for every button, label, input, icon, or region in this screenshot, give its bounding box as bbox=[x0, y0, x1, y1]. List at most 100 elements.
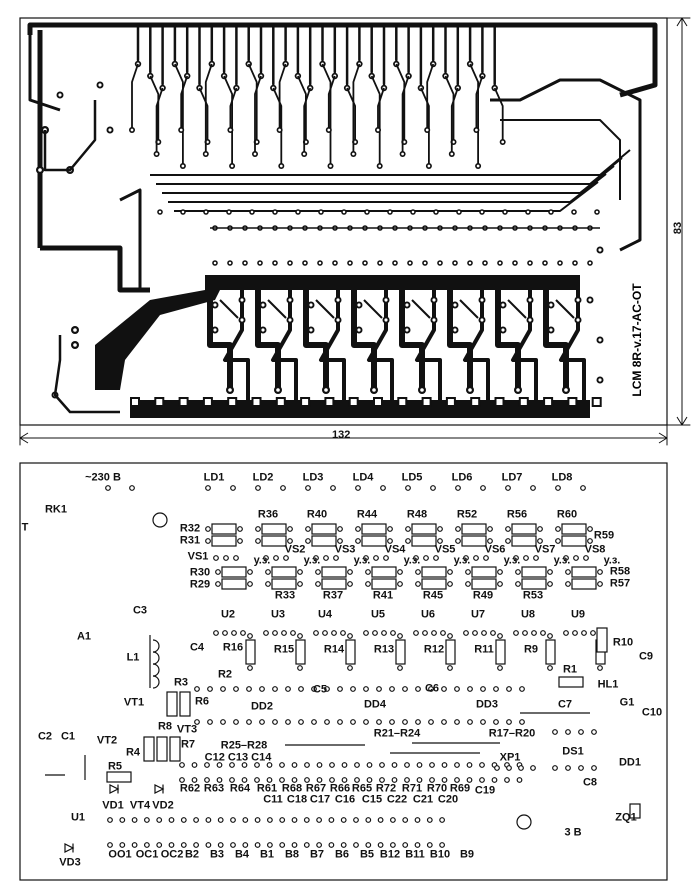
hole bbox=[329, 762, 335, 768]
hole bbox=[466, 762, 473, 768]
resistor bbox=[561, 523, 587, 535]
hole bbox=[242, 842, 249, 848]
component-label: R25–R28 bbox=[220, 739, 268, 752]
component-label: LD4 bbox=[352, 471, 374, 484]
hole bbox=[373, 555, 379, 561]
hole bbox=[194, 719, 200, 725]
pad-hole bbox=[480, 210, 484, 214]
hole bbox=[531, 630, 537, 636]
hole bbox=[324, 686, 330, 692]
square-pad bbox=[373, 397, 383, 407]
component-label: DS1 bbox=[562, 745, 584, 758]
component-label: C5 bbox=[312, 683, 328, 696]
component-label: R68 bbox=[281, 782, 303, 795]
component-label: VS2 bbox=[284, 543, 306, 556]
diode bbox=[109, 784, 120, 794]
pad-hole bbox=[336, 298, 340, 302]
pad-hole bbox=[598, 338, 602, 342]
driver-trace bbox=[255, 290, 281, 390]
trace bbox=[500, 119, 621, 200]
hole bbox=[416, 762, 423, 768]
hole bbox=[472, 630, 478, 636]
hole bbox=[479, 762, 485, 768]
hole bbox=[573, 555, 579, 561]
power-fill bbox=[95, 275, 580, 390]
hole bbox=[205, 538, 211, 544]
pad-hole bbox=[401, 152, 404, 156]
hole bbox=[555, 526, 561, 532]
component-label: U7 bbox=[470, 608, 486, 621]
component-label: U5 bbox=[370, 608, 386, 621]
trace bbox=[53, 335, 120, 414]
resistor bbox=[371, 566, 397, 578]
trace bbox=[149, 75, 160, 142]
hole bbox=[397, 665, 403, 671]
hole bbox=[365, 817, 372, 823]
hole bbox=[237, 526, 243, 532]
hole bbox=[537, 526, 543, 532]
hole bbox=[493, 686, 499, 692]
trace bbox=[119, 188, 142, 290]
pad-hole bbox=[181, 164, 185, 168]
pad-hole bbox=[319, 210, 323, 214]
resistor bbox=[179, 691, 191, 717]
hole bbox=[340, 817, 347, 823]
pad-hole bbox=[327, 128, 331, 132]
hole bbox=[402, 719, 408, 725]
hole bbox=[397, 569, 403, 575]
pad-hole bbox=[73, 328, 77, 332]
component-label: R3 bbox=[173, 676, 189, 689]
resistor bbox=[558, 676, 584, 688]
resistor bbox=[221, 578, 247, 590]
component-label: VT4 bbox=[129, 799, 151, 812]
hole bbox=[537, 538, 543, 544]
hole bbox=[179, 777, 185, 783]
pad-hole bbox=[476, 164, 480, 168]
component-label: C9 bbox=[638, 650, 654, 663]
resistor bbox=[361, 535, 387, 547]
hole bbox=[297, 633, 303, 639]
component-label: C2 bbox=[37, 730, 53, 743]
pad-hole bbox=[516, 388, 520, 392]
component-label: R44 bbox=[356, 508, 378, 521]
hole bbox=[216, 762, 223, 768]
hole bbox=[405, 526, 411, 532]
resistor bbox=[311, 535, 337, 547]
hole bbox=[194, 686, 200, 692]
pad-hole bbox=[288, 298, 292, 302]
hole bbox=[513, 555, 519, 561]
pad-hole bbox=[427, 164, 431, 168]
component-label: B4 bbox=[234, 848, 250, 861]
square-pad bbox=[421, 397, 432, 407]
trace bbox=[278, 63, 287, 130]
component-label: LD1 bbox=[203, 471, 225, 484]
component-label: ZQ1 bbox=[615, 811, 637, 824]
pad-hole bbox=[273, 210, 277, 214]
resistor bbox=[461, 535, 487, 547]
component-label: VS7 bbox=[534, 543, 556, 556]
hole bbox=[497, 633, 503, 639]
resistor bbox=[521, 578, 547, 590]
component-label: C16 bbox=[334, 793, 356, 806]
hole bbox=[415, 719, 421, 725]
hole bbox=[590, 630, 596, 636]
hole bbox=[365, 581, 371, 587]
pad-hole bbox=[528, 261, 532, 265]
component-label: LD5 bbox=[401, 471, 423, 484]
component-label: U9 bbox=[570, 608, 586, 621]
hole bbox=[597, 581, 603, 587]
pad-hole bbox=[405, 303, 409, 307]
hole bbox=[231, 630, 237, 636]
hole bbox=[353, 842, 359, 848]
component-label: U2 bbox=[220, 608, 236, 621]
component-label: VS4 bbox=[384, 543, 406, 556]
component-label: B5 bbox=[359, 848, 375, 861]
pad-hole bbox=[549, 210, 553, 214]
component-label: B10 bbox=[429, 848, 451, 861]
component-label: U3 bbox=[270, 608, 286, 621]
hole bbox=[305, 485, 311, 491]
component-label: R48 bbox=[406, 508, 428, 521]
hole bbox=[405, 538, 411, 544]
mount-hole bbox=[516, 814, 532, 830]
bus-trace bbox=[168, 173, 607, 203]
